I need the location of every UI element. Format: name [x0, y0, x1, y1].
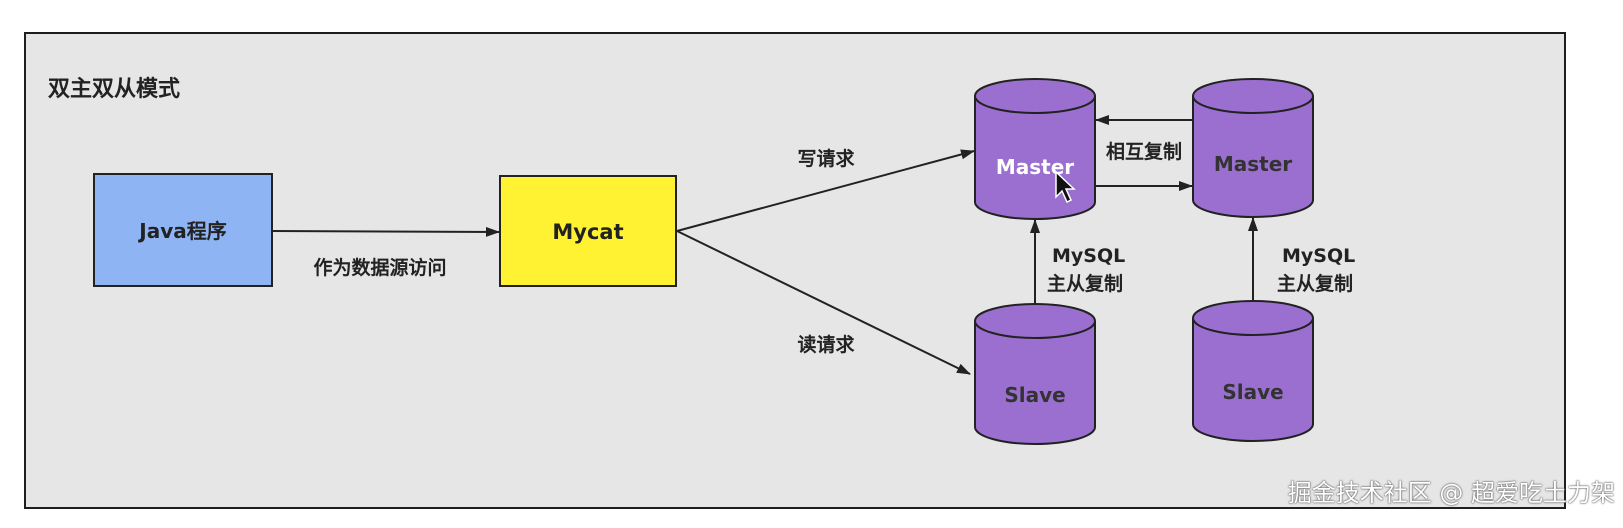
- master-db-1-label: Master: [996, 155, 1074, 179]
- mycat-node: Mycat: [499, 175, 677, 287]
- slave-db-2-label: Slave: [1222, 380, 1283, 404]
- replication-2-label-line1: MySQL: [1282, 245, 1355, 267]
- watermark: 掘金技术社区 @ 超爱吃土力架: [1287, 479, 1615, 507]
- master-db-1: Master: [974, 78, 1096, 220]
- master-db-2: Master: [1192, 78, 1314, 218]
- mouse-cursor-icon: [1055, 170, 1076, 204]
- mycat-label: Mycat: [552, 220, 623, 244]
- slave-db-1-label: Slave: [1004, 383, 1065, 407]
- mutual-replication-label: 相互复制: [1106, 140, 1182, 163]
- write-request-arrow: [676, 149, 975, 232]
- java-to-mycat-arrow: [271, 226, 500, 237]
- replication-1-label-line2: 主从复制: [1047, 272, 1123, 295]
- write-request-label: 写请求: [797, 147, 855, 170]
- master-db-2-label: Master: [1214, 152, 1292, 176]
- slave-db-2: Slave: [1192, 300, 1314, 442]
- java-to-mycat-label: 作为数据源访问: [313, 256, 446, 279]
- diagram-title: 双主双从模式: [48, 77, 180, 102]
- read-request-label: 读请求: [797, 333, 855, 356]
- java-program-node: Java程序: [93, 173, 273, 287]
- slave-db-1: Slave: [974, 303, 1096, 445]
- read-request-arrow: [676, 230, 971, 375]
- replication-1-label-line1: MySQL: [1052, 245, 1125, 267]
- replication-2-label-line2: 主从复制: [1277, 272, 1353, 295]
- java-program-label: Java程序: [137, 219, 226, 243]
